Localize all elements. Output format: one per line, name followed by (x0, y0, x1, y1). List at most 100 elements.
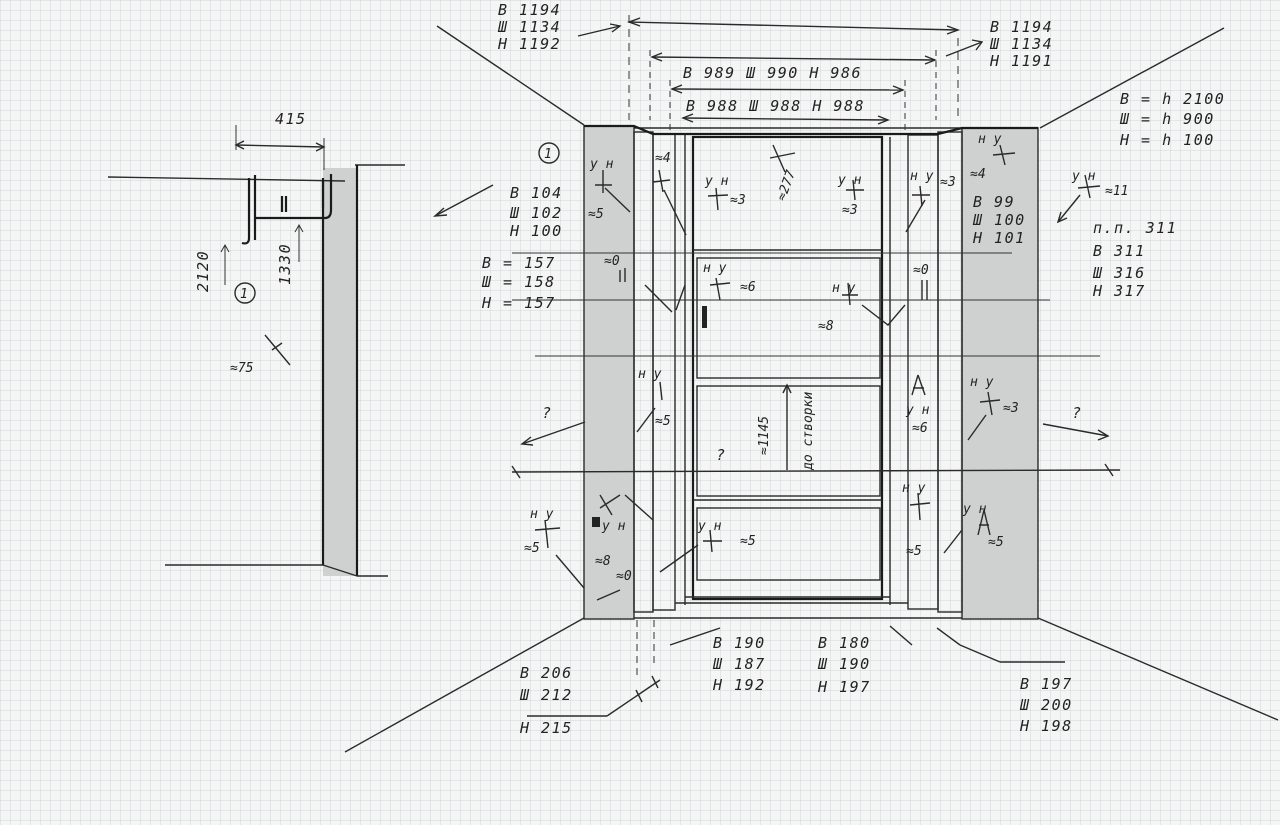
mark-eq3-b: ≈3 (842, 203, 858, 218)
mark-eq8-a: ≈8 (818, 319, 834, 334)
mark-uh-6: у н (697, 519, 722, 534)
mark-eq3-c: ≈3 (940, 175, 956, 190)
bottom-mid2-b: В 180 (818, 634, 871, 652)
bottom-left-n: Н 215 (519, 719, 573, 737)
mark-eq5-f: ≈5 (988, 535, 1004, 550)
mark-uh-4: у н (905, 403, 930, 418)
mark-eq5-c: ≈5 (524, 541, 540, 556)
bottom-right-b: В 197 (1020, 675, 1073, 693)
door-assembly (583, 124, 1039, 620)
mark-eq6-a: ≈6 (740, 280, 756, 295)
overall-left-sh: Ш 1134 (497, 18, 561, 36)
right-pier-sh: Ш 100 (972, 211, 1026, 229)
mark-uh-2: у н (704, 174, 729, 189)
top-dimensions (577, 15, 984, 130)
mark-hy-2: н у (978, 132, 1002, 147)
overall-left-block: В 1194 Ш 1134 Н 1192 (497, 1, 561, 53)
overall-right-n: Н 1191 (989, 52, 1053, 70)
bottom-left-sh: Ш 212 (519, 686, 573, 704)
mark-uh-5: у н (601, 519, 626, 534)
right-pier-n: Н 101 (972, 229, 1026, 247)
mark-hy-1: н у (910, 169, 934, 184)
mark-eq4-b: ≈4 (970, 167, 986, 182)
overall-left-n: Н 1192 (497, 35, 561, 53)
bottom-mid1-dims: В 190 Ш 187 Н 192 (712, 634, 766, 694)
left-pier-n: Н 100 (509, 222, 563, 240)
bottom-left-b: В 206 (520, 664, 573, 682)
mark-uh-7: у н (962, 502, 987, 517)
bottom-mid1-b: В 190 (713, 634, 766, 652)
mark-eq0-a: ≈0 (604, 254, 620, 269)
overall-left-b: В 1194 (498, 1, 561, 19)
mark-eq1145: ≈1145 (757, 416, 772, 455)
side-marker: 1 (240, 287, 248, 302)
marker-1: 1 (544, 147, 552, 162)
mark-uh-right: у н (1071, 169, 1096, 184)
mark-eq5-a: ≈5 (588, 207, 604, 222)
side-marker-circle (234, 282, 256, 304)
bottom-mid2-sh: Ш 190 (817, 655, 871, 673)
overall-right-block: В 1194 Ш 1134 Н 1191 (989, 18, 1053, 70)
outer-frame-dims: В 989 Ш 990 Н 986 (683, 64, 862, 82)
mark-eq8-b: ≈8 (595, 554, 611, 569)
left-pier-dims: В 104 Ш 102 Н 100 (509, 184, 563, 240)
mark-eq4-a: ≈4 (655, 151, 671, 166)
pp-n: Н 317 (1092, 282, 1146, 300)
side-section: 415 2120 1330 1 ≈75 (107, 110, 405, 577)
q-right: ? (1072, 404, 1083, 422)
inner-frame-dims: В 988 Ш 988 Н 988 (686, 97, 865, 115)
pp-b: В 311 (1093, 242, 1146, 260)
mark-hy-4: н у (832, 281, 856, 296)
annotation-marks: у н ≈5 ≈4 у н ≈3 ≈277 у н ≈3 н у ≈3 н у … (520, 132, 1110, 601)
mark-uh-1: у н (589, 157, 614, 172)
bottom-right-dims: В 197 Ш 200 Н 198 (1019, 675, 1073, 735)
wall-sh: Ш = h 900 (1119, 110, 1215, 128)
right-pier-b: В 99 (973, 193, 1015, 211)
bottom-mid2-n: Н 197 (817, 678, 871, 696)
left-row-n: Н = 157 (481, 294, 556, 312)
mark-hy-5: н у (638, 367, 662, 382)
mark-uh-3: у н (837, 173, 862, 188)
right-pier-dims: В 99 Ш 100 Н 101 (972, 193, 1026, 247)
mark-eq6-b: ≈6 (912, 421, 928, 436)
overall-right-b: В 1194 (990, 18, 1053, 36)
mark-eq0-b: ≈0 (913, 263, 929, 278)
bottom-mid1-sh: Ш 187 (712, 655, 766, 673)
mark-eq11: ≈11 (1105, 184, 1128, 199)
side-height-2120: 2120 (194, 250, 212, 292)
mark-hy-3: н у (703, 261, 727, 276)
mark-hy-6: н у (970, 375, 994, 390)
marker-circle (538, 142, 560, 164)
left-row-b: В = 157 (482, 254, 556, 272)
left-pier-sh: Ш 102 (509, 204, 563, 222)
bottom-mid1-n: Н 192 (712, 676, 766, 694)
mark-hy-8: н у (902, 481, 926, 496)
mark-eq5-d: ≈5 (740, 534, 756, 549)
left-pier-b: В 104 (510, 184, 563, 202)
bottom-mid2-dims: В 180 Ш 190 Н 197 (817, 634, 871, 696)
wall-dims: В = h 2100 Ш = h 900 Н = h 100 (1119, 90, 1225, 149)
side-height-1330: 1330 (276, 243, 294, 285)
mark-eq5-b: ≈5 (655, 414, 671, 429)
overall-right-sh: Ш 1134 (989, 35, 1053, 53)
mark-eq5-e: ≈5 (906, 544, 922, 559)
pp-title: п.п. 311 (1093, 219, 1177, 237)
q-left: ? (542, 404, 553, 422)
bottom-right-n: Н 198 (1019, 717, 1073, 735)
left-row-sh: Ш = 158 (481, 273, 556, 291)
bottom-left-dims: В 206 Ш 212 Н 215 (519, 664, 573, 737)
mark-otboard: до створки (801, 392, 816, 471)
side-note-75: ≈75 (230, 361, 254, 376)
mark-eq277: ≈277 (774, 168, 799, 203)
pp-dims: п.п. 311 В 311 Ш 316 Н 317 (1092, 219, 1177, 300)
side-width-label: 415 (275, 110, 307, 128)
left-row-dims: В = 157 Ш = 158 Н = 157 (481, 254, 556, 312)
wall-b: В = h 2100 (1120, 90, 1225, 108)
pp-sh: Ш 316 (1092, 264, 1146, 282)
bottom-dimensions (527, 620, 1065, 717)
reference-lines (511, 252, 1121, 479)
q-door: ? (716, 446, 727, 464)
mark-eq3-d: ≈3 (1003, 401, 1019, 416)
